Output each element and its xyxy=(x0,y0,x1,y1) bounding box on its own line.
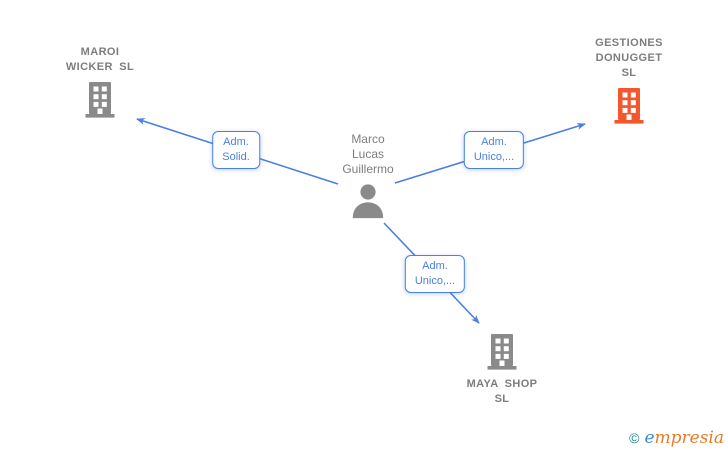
empresia-watermark: © empresia xyxy=(629,428,724,448)
node-person-marco-lucas-guillermo[interactable]: Marco Lucas Guillermo xyxy=(298,132,438,220)
building-icon xyxy=(487,334,517,370)
node-maroi-wicker-sl[interactable]: MAROI WICKER SL xyxy=(30,45,170,120)
copyright-icon: © xyxy=(629,430,640,446)
node-maya-shop-sl[interactable]: MAYA SHOP SL xyxy=(432,332,572,407)
node-gestiones-donugget-sl[interactable]: GESTIONES DONUGGET SL xyxy=(559,36,699,126)
edge-label-adm-solid[interactable]: Adm. Solid. xyxy=(212,131,260,169)
edge-label-adm-unico-bottom[interactable]: Adm. Unico,... xyxy=(404,255,466,293)
company-name: MAYA SHOP SL xyxy=(466,378,538,405)
company-name: MAROI WICKER SL xyxy=(65,46,135,73)
building-icon xyxy=(614,88,644,124)
person-name: Marco Lucas Guillermo xyxy=(342,132,394,176)
brand-logo: empresia xyxy=(644,428,724,448)
building-icon xyxy=(85,82,115,118)
company-name: GESTIONES DONUGGET SL xyxy=(595,37,663,79)
person-icon xyxy=(352,184,384,219)
edge-label-adm-unico-top[interactable]: Adm. Unico,... xyxy=(463,131,525,169)
